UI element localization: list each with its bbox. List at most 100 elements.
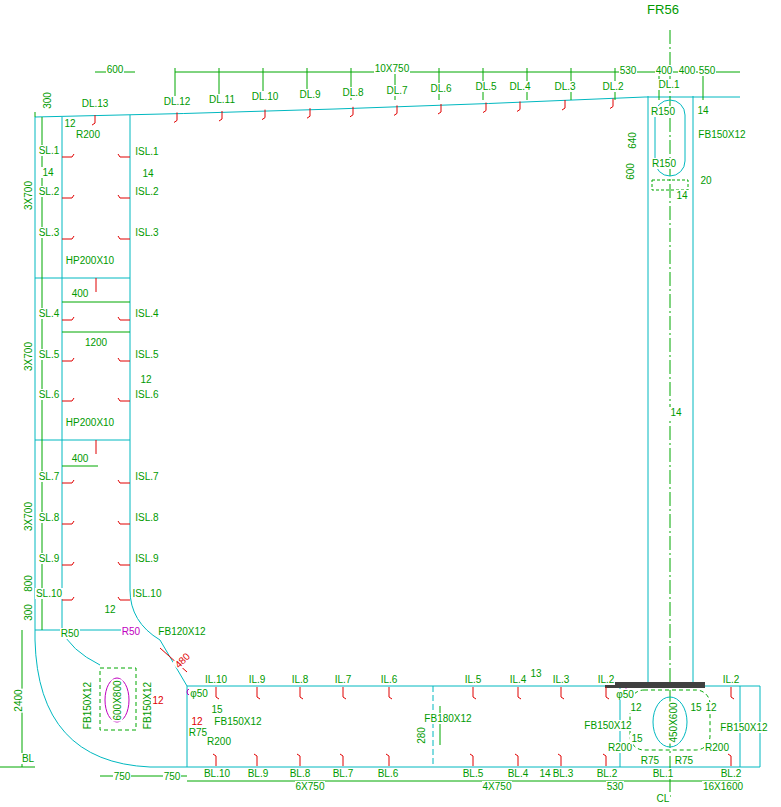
extension-line xyxy=(35,112,36,117)
stiffener xyxy=(62,398,74,401)
dimension-label: 4X750 xyxy=(482,781,513,792)
dimension-label: R200 xyxy=(206,736,232,747)
dimension-label: BL.5 xyxy=(462,768,485,779)
dimension-label: R150 xyxy=(651,158,677,169)
dimension-label: FB150X12 xyxy=(213,716,262,727)
dimension-label: DL.2 xyxy=(601,81,624,92)
inner-plate xyxy=(130,115,131,590)
dimension-label: R150 xyxy=(650,106,676,117)
lightening-hole xyxy=(653,697,687,747)
lightening-hole xyxy=(105,678,129,722)
stiffener xyxy=(118,154,130,157)
dimension-label: SL.3 xyxy=(38,227,61,238)
stiffener xyxy=(62,521,74,524)
dimension-label: SL.2 xyxy=(38,186,61,197)
stiffener xyxy=(118,195,130,198)
dimension-label: IL.5 xyxy=(464,674,483,685)
stiffener xyxy=(62,236,74,239)
stiffener xyxy=(118,317,130,320)
dimension-label: SL.9 xyxy=(38,553,61,564)
stiffener xyxy=(307,108,310,118)
stiffener xyxy=(562,100,565,110)
stiffener xyxy=(558,754,561,766)
dimension-label: 12 xyxy=(629,702,642,713)
stiffener xyxy=(96,278,97,292)
dimension-label: 15 xyxy=(210,704,223,715)
dimension-label: ISL.8 xyxy=(134,512,159,523)
stiffener xyxy=(300,687,303,699)
stiffener xyxy=(386,754,389,766)
dimension-label: 400 xyxy=(655,65,674,76)
stiffener xyxy=(483,103,486,113)
stiffener xyxy=(470,754,473,766)
dimension-line xyxy=(62,466,98,467)
stiffener xyxy=(118,398,130,401)
stiffener xyxy=(92,115,95,125)
stiffener xyxy=(515,754,518,766)
dimension-line xyxy=(62,332,130,333)
dimension-label: SL.4 xyxy=(38,308,61,319)
dimension-label: 14 xyxy=(696,105,709,116)
dimension-label: BL.8 xyxy=(289,768,312,779)
dimension-label: 3X700 xyxy=(22,180,33,211)
stiffener xyxy=(118,358,130,361)
stiffener xyxy=(610,99,613,109)
stiffener xyxy=(216,687,219,699)
dimension-label: 400 xyxy=(71,453,90,464)
dimension-label: BL.4 xyxy=(507,768,530,779)
dimension-label: BL.2 xyxy=(720,768,743,779)
dimension-label: R50 xyxy=(121,626,141,637)
dimension-label: 530 xyxy=(606,781,625,792)
dimension-label: 600 xyxy=(625,162,636,181)
dimension-label: 6X750 xyxy=(295,781,326,792)
stringer xyxy=(35,630,130,631)
dimension-label: DL.13 xyxy=(81,98,110,109)
dimension-label: 640 xyxy=(627,131,638,150)
dimension-label: FB150X12 xyxy=(697,129,746,140)
dimension-label: 12 xyxy=(103,604,116,615)
stiffener xyxy=(174,112,177,122)
dimension-label: ISL.4 xyxy=(134,308,159,319)
dimension-label: IL.6 xyxy=(380,674,399,685)
dimension-label: 10X750 xyxy=(374,63,410,74)
dimension-label: FB180X12 xyxy=(423,713,472,724)
dimension-label: FR56 xyxy=(646,2,680,17)
dimension-label: DL.9 xyxy=(298,89,321,100)
dimension-label: IL.3 xyxy=(552,674,571,685)
dimension-label: FB150X12 xyxy=(583,720,632,731)
dimension-label: SL.5 xyxy=(38,349,61,360)
stiffener xyxy=(219,111,222,121)
centre-bulkhead xyxy=(648,96,649,686)
stiffener xyxy=(728,754,731,766)
dimension-label: 12 xyxy=(63,118,76,129)
stiffener xyxy=(731,687,734,699)
stiffener xyxy=(350,107,353,117)
dimension-label: DL.5 xyxy=(474,81,497,92)
dimension-label: HP200X10 xyxy=(65,417,115,428)
stiffener xyxy=(340,754,343,766)
dimension-label: IL.8 xyxy=(291,674,310,685)
stiffener xyxy=(297,754,300,766)
stiffener xyxy=(62,562,74,565)
dimension-label: 450X600 xyxy=(667,701,678,743)
dimension-label: DL.7 xyxy=(385,85,408,96)
dimension-label: BL.1 xyxy=(652,768,675,779)
dimension-label: 480 xyxy=(172,650,193,671)
dimension-label: BL.10 xyxy=(203,768,231,779)
dimension-label: HP200X10 xyxy=(65,255,115,266)
shell-line xyxy=(35,117,760,767)
dimension-label: ISL.9 xyxy=(134,553,159,564)
dimension-label: DL.12 xyxy=(163,96,192,107)
dimension-label: DL.10 xyxy=(251,91,280,102)
dimension-label: 280 xyxy=(416,726,427,745)
stiffener xyxy=(606,687,609,699)
stiffener xyxy=(62,480,74,483)
stiffener xyxy=(96,440,97,454)
dimension-label: R50 xyxy=(60,628,80,639)
dimension-label: 750 xyxy=(113,771,132,782)
stiffener xyxy=(62,154,74,157)
dimension-label: FB150X12 xyxy=(82,680,93,729)
dimension-label: 12 xyxy=(190,716,203,727)
dimension-label: R200 xyxy=(607,742,633,753)
dimension-label: 800 xyxy=(23,574,34,593)
